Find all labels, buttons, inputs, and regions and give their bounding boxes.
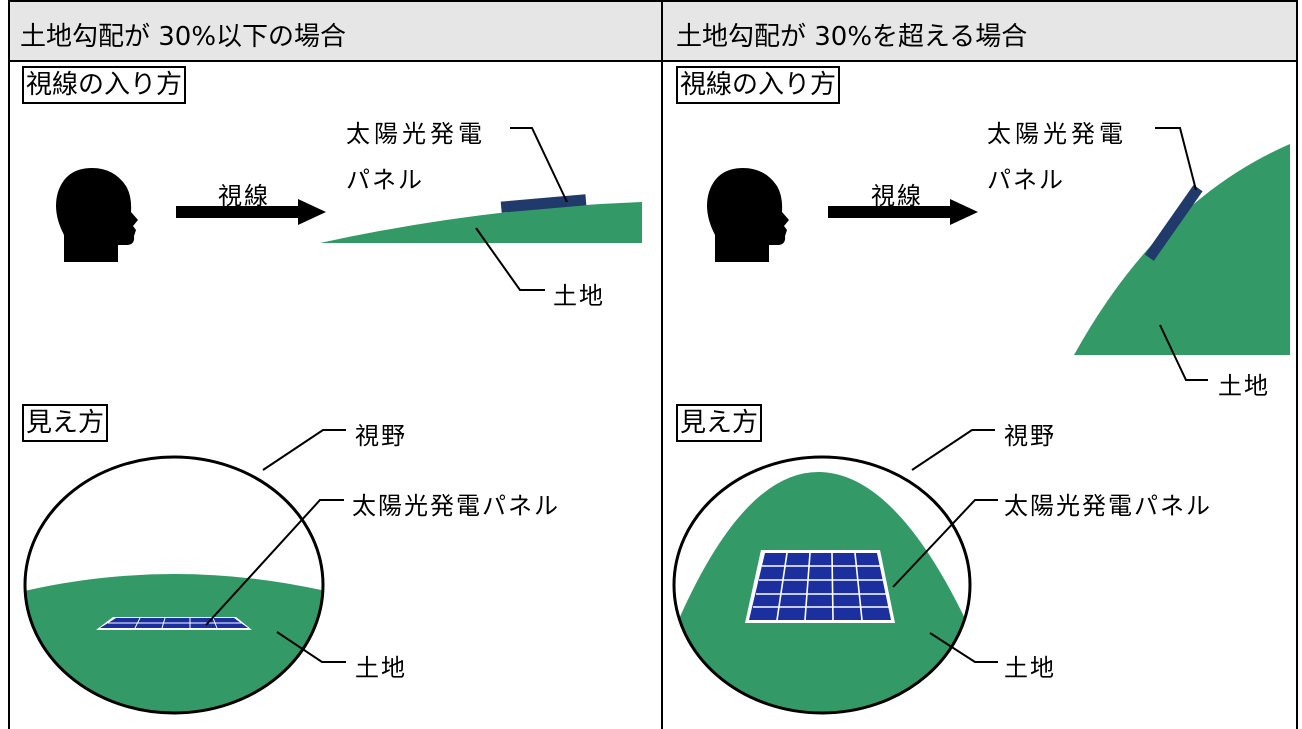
sight-arrow-shaft-right [828, 206, 952, 218]
header-left: 土地勾配が 30%以下の場合 [20, 22, 347, 52]
fov-circle-right [672, 455, 972, 715]
view-panel-left [96, 617, 252, 630]
land-slope-right [1074, 144, 1290, 355]
view-land-label-right: 土地 [1004, 654, 1056, 682]
leader-view-panel-left [205, 499, 344, 626]
panel-label-right-2: パネル [987, 166, 1065, 194]
sight-arrow-head-right [950, 199, 978, 225]
sight-box-left: 視線の入り方 [22, 66, 187, 104]
fov-circle-left [23, 455, 325, 715]
column-divider [661, 0, 663, 729]
header-row [8, 0, 1298, 62]
view-box-left: 見え方 [22, 404, 109, 442]
leader-fov-left [262, 429, 346, 471]
leader-panel-left [510, 127, 568, 203]
head-icon-left [56, 168, 138, 262]
header-right: 土地勾配が 30%を超える場合 [676, 22, 1028, 52]
leader-land-left [475, 227, 545, 291]
land-label-left: 土地 [553, 282, 605, 310]
head-icon-right [707, 168, 789, 262]
view-panel-label-left: 太陽光発電パネル [352, 492, 560, 520]
leader-view-panel-right [892, 499, 998, 588]
sight-box-right: 視線の入り方 [676, 66, 841, 104]
land-slope-left [320, 202, 642, 243]
view-panel-label-right: 太陽光発電パネル [1004, 492, 1212, 520]
panel-label-right-1: 太陽光発電 [987, 120, 1127, 148]
view-land-label-left: 土地 [355, 654, 407, 682]
table-frame [8, 0, 1298, 729]
leader-fov-right [911, 429, 995, 471]
leader-view-land-right [929, 632, 998, 663]
sight-arrow-label-left: 視線 [218, 182, 270, 210]
sight-arrow-head-left [298, 199, 326, 225]
leader-land-right [1159, 324, 1208, 381]
view-box-right: 見え方 [676, 404, 763, 442]
panel-label-left-2: パネル [346, 166, 424, 194]
leader-view-land-left [276, 631, 346, 663]
leader-panel-right [1155, 127, 1197, 191]
panel-label-left-1: 太陽光発電 [346, 120, 486, 148]
land-label-right: 土地 [1218, 372, 1270, 400]
fov-label-right: 視野 [1004, 422, 1056, 450]
sight-arrow-label-right: 視線 [871, 182, 923, 210]
sight-arrow-shaft-left [176, 206, 300, 218]
panel-side-right [1144, 184, 1203, 261]
fov-label-left: 視野 [355, 422, 407, 450]
view-land-left [25, 574, 323, 713]
view-panel-right [745, 550, 895, 623]
